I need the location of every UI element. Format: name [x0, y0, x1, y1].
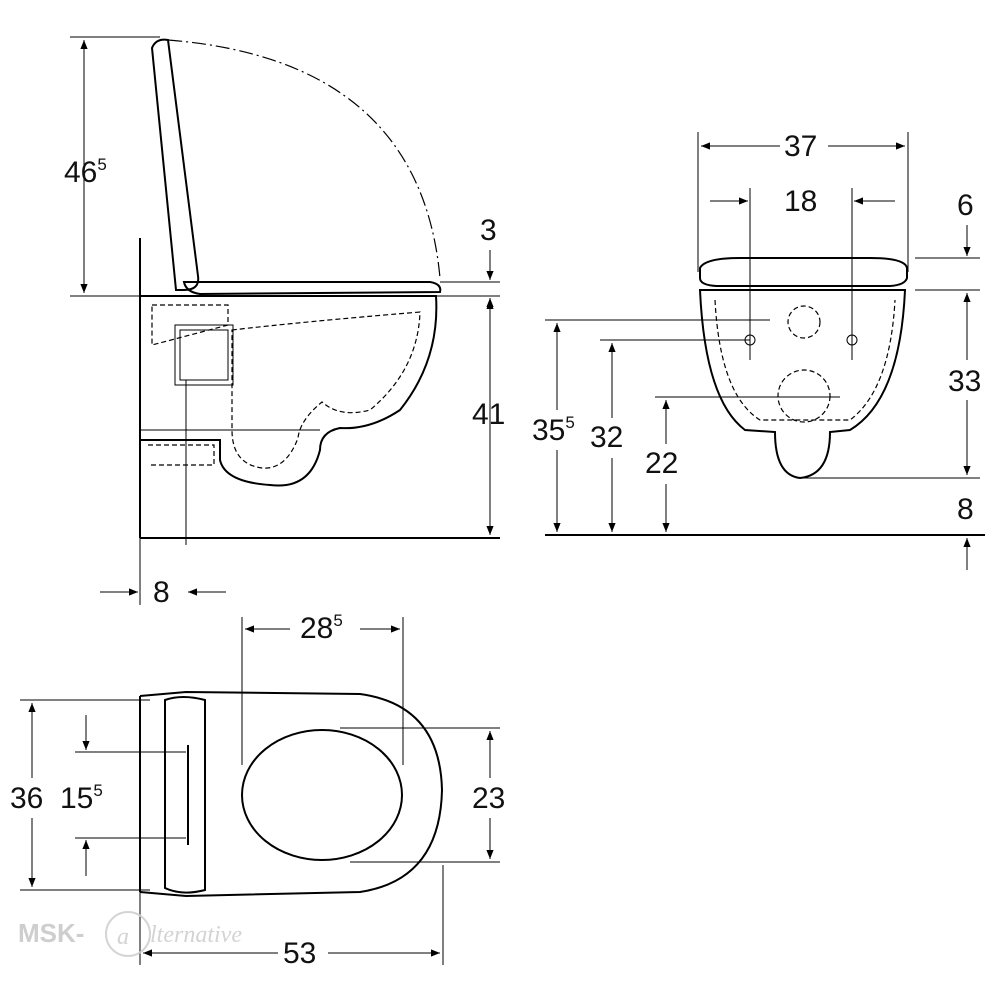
- dim-front-width: 37: [784, 130, 817, 163]
- dim-plan-length: 53: [283, 937, 316, 970]
- dim-front-outlet: 33: [948, 365, 981, 398]
- dim-side-top-height: 465: [64, 155, 107, 189]
- front-bowl-outline: [698, 289, 907, 480]
- side-lid-swing-arc: [167, 39, 441, 279]
- watermark-mark: a: [117, 924, 129, 950]
- front-seat: [699, 257, 908, 287]
- watermark-right: lternative: [150, 922, 242, 948]
- plan-opening-label-bg: [470, 778, 516, 818]
- dim-plan-inner-width: 285: [300, 611, 343, 645]
- front-bowl-interior: [714, 299, 896, 421]
- plan-length-label-bg: [278, 934, 328, 970]
- plan-hinge-block: [164, 696, 206, 894]
- side-open-lid: [150, 38, 200, 291]
- dim-seat-gap: 3: [480, 214, 497, 247]
- side-bowl-interior: [231, 311, 421, 469]
- dim-side-height: 41: [472, 398, 505, 431]
- front-h3-label-bg: [644, 444, 688, 484]
- front-outlet-label-bg: [946, 360, 992, 400]
- side-pipe-upper: [151, 304, 229, 346]
- dim-front-h1: 355: [532, 413, 575, 447]
- plan-seat-outline: [139, 690, 444, 898]
- dim-front-bottom: 8: [957, 493, 974, 526]
- front-view: 37 18 6 33 8 355 32 22: [530, 126, 992, 570]
- plan-view: 285 36 155 23 53: [8, 608, 516, 970]
- side-view: 465 3 41 8: [64, 36, 505, 609]
- side-mount-bracket-inner: [179, 329, 229, 381]
- watermark-logo: MSK- a lternative: [18, 911, 242, 957]
- dim-front-h2: 32: [590, 421, 623, 454]
- dim-plan-opening: 23: [472, 782, 505, 815]
- watermark-left: MSK-: [18, 918, 84, 948]
- dim-plan-width: 36: [10, 782, 43, 815]
- plan-width-label-bg: [8, 778, 56, 818]
- side-pipe-lower: [148, 444, 215, 466]
- dim-wall-gap: 8: [153, 576, 170, 609]
- watermark-circle-icon: [105, 911, 151, 957]
- plan-inner-label-bg: [290, 608, 360, 646]
- front-inlet-circle: [787, 305, 821, 339]
- front-h1-label-bg: [530, 410, 576, 450]
- dim-front-top: 6: [957, 189, 974, 222]
- side-seat: [182, 281, 442, 296]
- dim-bolt-spacing: 18: [784, 185, 817, 218]
- dim-front-h3: 22: [645, 447, 678, 480]
- side-bowl-outline: [140, 295, 438, 487]
- front-outlet-circle: [777, 369, 831, 423]
- front-width-label-bg: [780, 126, 828, 162]
- front-h2-label-bg: [590, 418, 634, 458]
- dim-plan-bolts: 155: [60, 781, 103, 815]
- side-mount-bracket: [174, 324, 234, 386]
- plan-seat-opening: [241, 729, 403, 861]
